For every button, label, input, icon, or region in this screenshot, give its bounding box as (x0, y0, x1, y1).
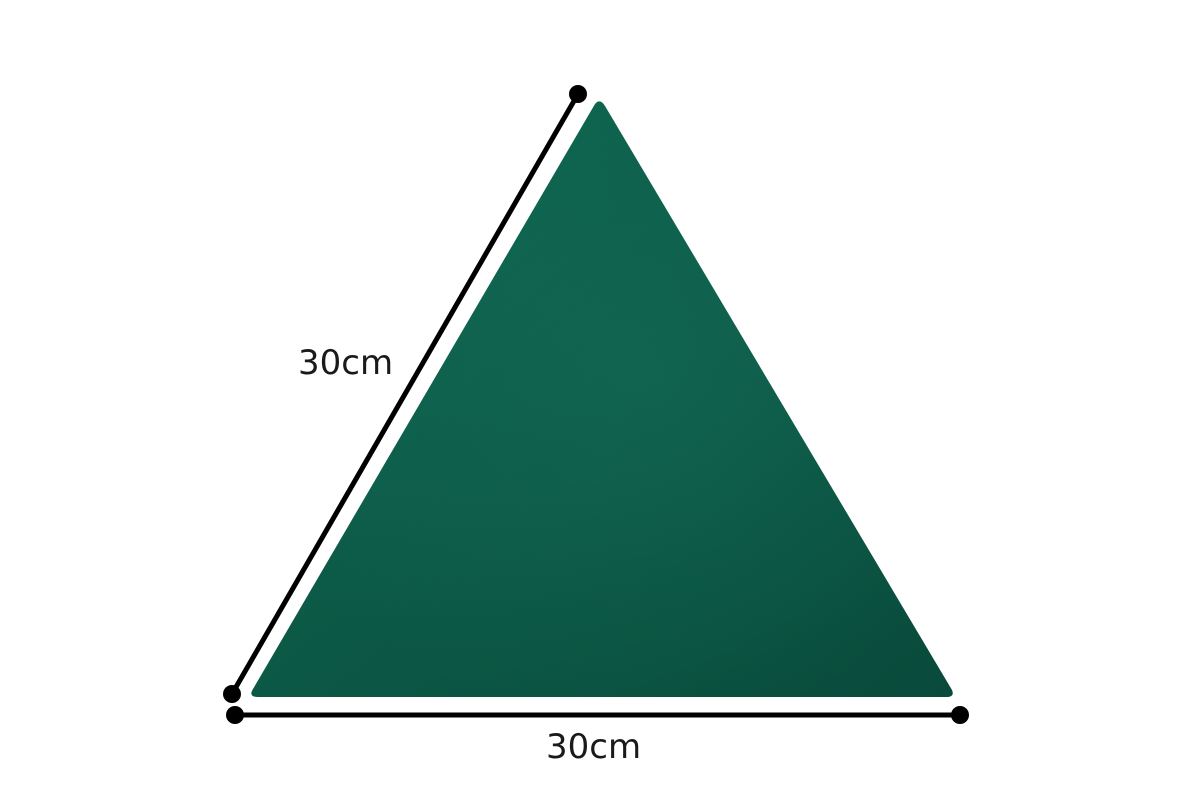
base-dimension-label: 30cm (546, 727, 641, 767)
side-dimension-line (229, 91, 581, 697)
base-dimension-left-endpoint (226, 706, 244, 724)
side-dimension-bottom-endpoint (223, 685, 241, 703)
triangle-panel-sheen (251, 101, 953, 697)
side-dimension-top-endpoint (569, 85, 587, 103)
side-dimension-label: 30cm (298, 343, 393, 383)
base-dimension-right-endpoint (951, 706, 969, 724)
